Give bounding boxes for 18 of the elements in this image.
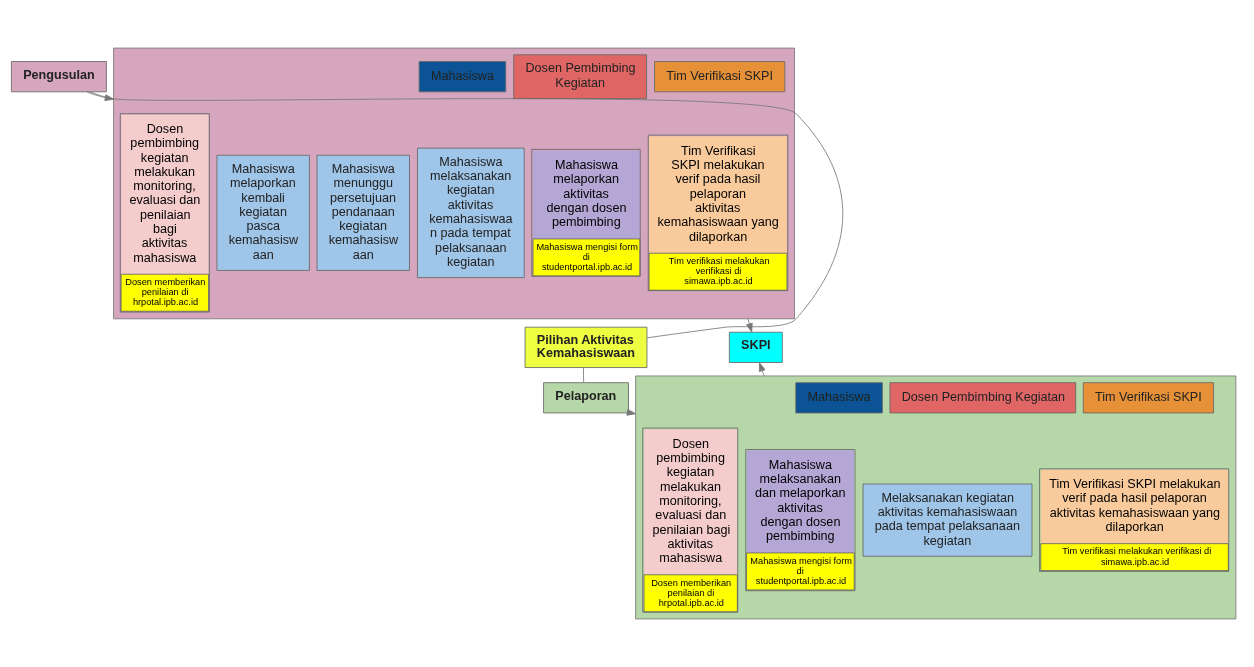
arrow (746, 318, 753, 333)
node-box: Mahasiswa (795, 382, 883, 414)
node-box: Pengusulan (11, 61, 107, 93)
node-box: Dosen Pembimbing Kegiatan (513, 54, 647, 99)
cluster (635, 375, 1237, 620)
node-box: Melaksanakan kegiatan aktivitas kemahasiswaan pada tempat pelaksanaan kegiatan (862, 483, 1033, 557)
arrow (758, 362, 766, 377)
node-box: Pilihan Aktivitas Kemahasiswaan (524, 326, 648, 368)
node-box: Mahasiswa melaksanakan kegiatan aktivitas kemahasiswaa n pada tempat pelaksanaan kegiatan (417, 147, 525, 278)
connector (583, 367, 585, 384)
node-box: Mahasiswa menunggu persetujuan pendanaan kegiatan kemahasisw aan (316, 154, 410, 271)
node-box: Mahasiswa (418, 61, 507, 93)
node-box: Mahasiswa melaporkan kembali kegiatan pasca kemahasisw aan (216, 154, 310, 271)
node-box: Tim Verifikasi SKPI (654, 61, 786, 93)
node-box: Dosen Pembimbing Kegiatan (889, 382, 1077, 414)
cluster (113, 47, 795, 320)
node-box: Tim Verifikasi SKPI (1082, 382, 1214, 414)
node-box: SKPI (728, 331, 783, 363)
